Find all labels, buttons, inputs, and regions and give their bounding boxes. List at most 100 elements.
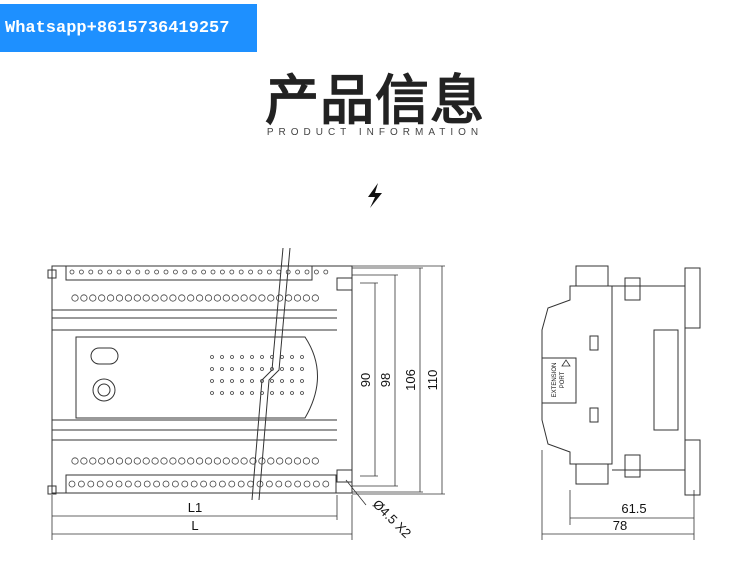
terminal-screw (187, 457, 195, 465)
terminal-screw (80, 294, 88, 302)
page-title: 产品信息 (265, 69, 485, 132)
terminal-pin (265, 480, 273, 488)
terminal-screw (311, 457, 319, 465)
terminal-pin (266, 269, 272, 275)
terminal-screw (80, 457, 88, 465)
status-led (290, 379, 294, 383)
terminal-pin (134, 480, 142, 488)
terminal-pin (294, 480, 302, 488)
status-led (280, 391, 284, 395)
status-led (300, 367, 304, 371)
status-led (280, 355, 284, 359)
terminal-pin (107, 269, 112, 275)
terminal-screw (107, 294, 115, 302)
status-led (240, 379, 244, 383)
terminal-pin (79, 269, 84, 275)
terminal-screw (311, 294, 319, 302)
extension-port-label-1: EXTENSION (552, 363, 558, 398)
break-line (251, 247, 291, 501)
status-led (290, 355, 294, 359)
terminal-screw (231, 457, 239, 465)
status-led (280, 367, 284, 371)
terminal-screw (133, 294, 141, 302)
status-led (210, 379, 214, 383)
status-led (270, 391, 274, 395)
terminal-pin (295, 269, 301, 275)
plc-side-view (541, 265, 701, 496)
terminal-pin (68, 480, 76, 488)
terminal-screw (249, 294, 257, 302)
status-led (210, 367, 214, 371)
terminal-pin (125, 269, 131, 275)
terminal-screw (293, 294, 302, 302)
terminal-screw (258, 294, 266, 302)
status-led (270, 379, 274, 383)
dim-L: L (191, 518, 198, 533)
status-led (240, 367, 244, 371)
dim-110: 110 (425, 370, 440, 391)
terminal-pin (190, 480, 198, 488)
status-led (210, 355, 214, 359)
status-led (250, 355, 254, 359)
terminal-screw (249, 457, 257, 465)
terminal-pin (115, 480, 123, 488)
status-led (300, 355, 304, 359)
status-led (220, 391, 224, 395)
status-led (250, 379, 254, 383)
status-led (250, 391, 254, 395)
terminal-pin (304, 269, 310, 275)
front-view-terminals (68, 269, 330, 488)
terminal-screw (160, 294, 168, 302)
terminal-screw (240, 457, 248, 465)
status-led (260, 367, 264, 371)
page-subtitle: PRODUCT INFORMATION (266, 127, 484, 138)
status-led (300, 391, 304, 395)
status-led (230, 367, 234, 371)
terminal-pin (182, 269, 188, 275)
status-led (230, 379, 234, 383)
terminal-screw (302, 294, 310, 302)
terminal-pin (88, 269, 94, 275)
terminal-pin (106, 480, 113, 488)
terminal-screw (231, 294, 239, 302)
terminal-pin (228, 480, 236, 488)
terminal-screw (178, 294, 186, 302)
terminal-pin (218, 480, 226, 488)
terminal-pin (322, 480, 330, 488)
terminal-screw (213, 457, 221, 465)
terminal-pin (191, 269, 197, 275)
dim-61-5: 61.5 (621, 501, 646, 516)
terminal-pin (69, 269, 75, 275)
terminal-screw (142, 457, 150, 465)
terminal-screw (187, 294, 195, 302)
terminal-pin (248, 269, 254, 275)
terminal-screw (71, 457, 79, 465)
terminal-screw (115, 294, 124, 302)
terminal-screw (284, 457, 293, 465)
terminal-pin (87, 480, 95, 488)
terminal-pin (276, 269, 282, 275)
terminal-screw (98, 457, 106, 465)
terminal-screw (160, 457, 168, 465)
terminal-screw (293, 457, 302, 465)
terminal-pin (144, 269, 150, 275)
terminal-screw (71, 294, 79, 302)
terminal-pin (143, 480, 151, 488)
terminal-screw (169, 457, 177, 465)
plc-front-view (47, 265, 353, 495)
status-led (240, 355, 244, 359)
terminal-screw (302, 457, 310, 465)
terminal-pin (162, 480, 170, 488)
terminal-screw (267, 457, 275, 465)
terminal-pin (200, 480, 208, 488)
contact-watermark: Whatsapp+8615736419257 (0, 4, 257, 52)
terminal-pin (257, 269, 263, 275)
terminal-pin (153, 480, 161, 488)
dim-90: 90 (358, 373, 373, 387)
status-led (230, 391, 234, 395)
terminal-screw (169, 294, 177, 302)
terminal-screw (222, 457, 230, 465)
terminal-screw (222, 294, 230, 302)
terminal-pin (96, 480, 104, 488)
extension-port-label-2: PORT (560, 371, 566, 388)
